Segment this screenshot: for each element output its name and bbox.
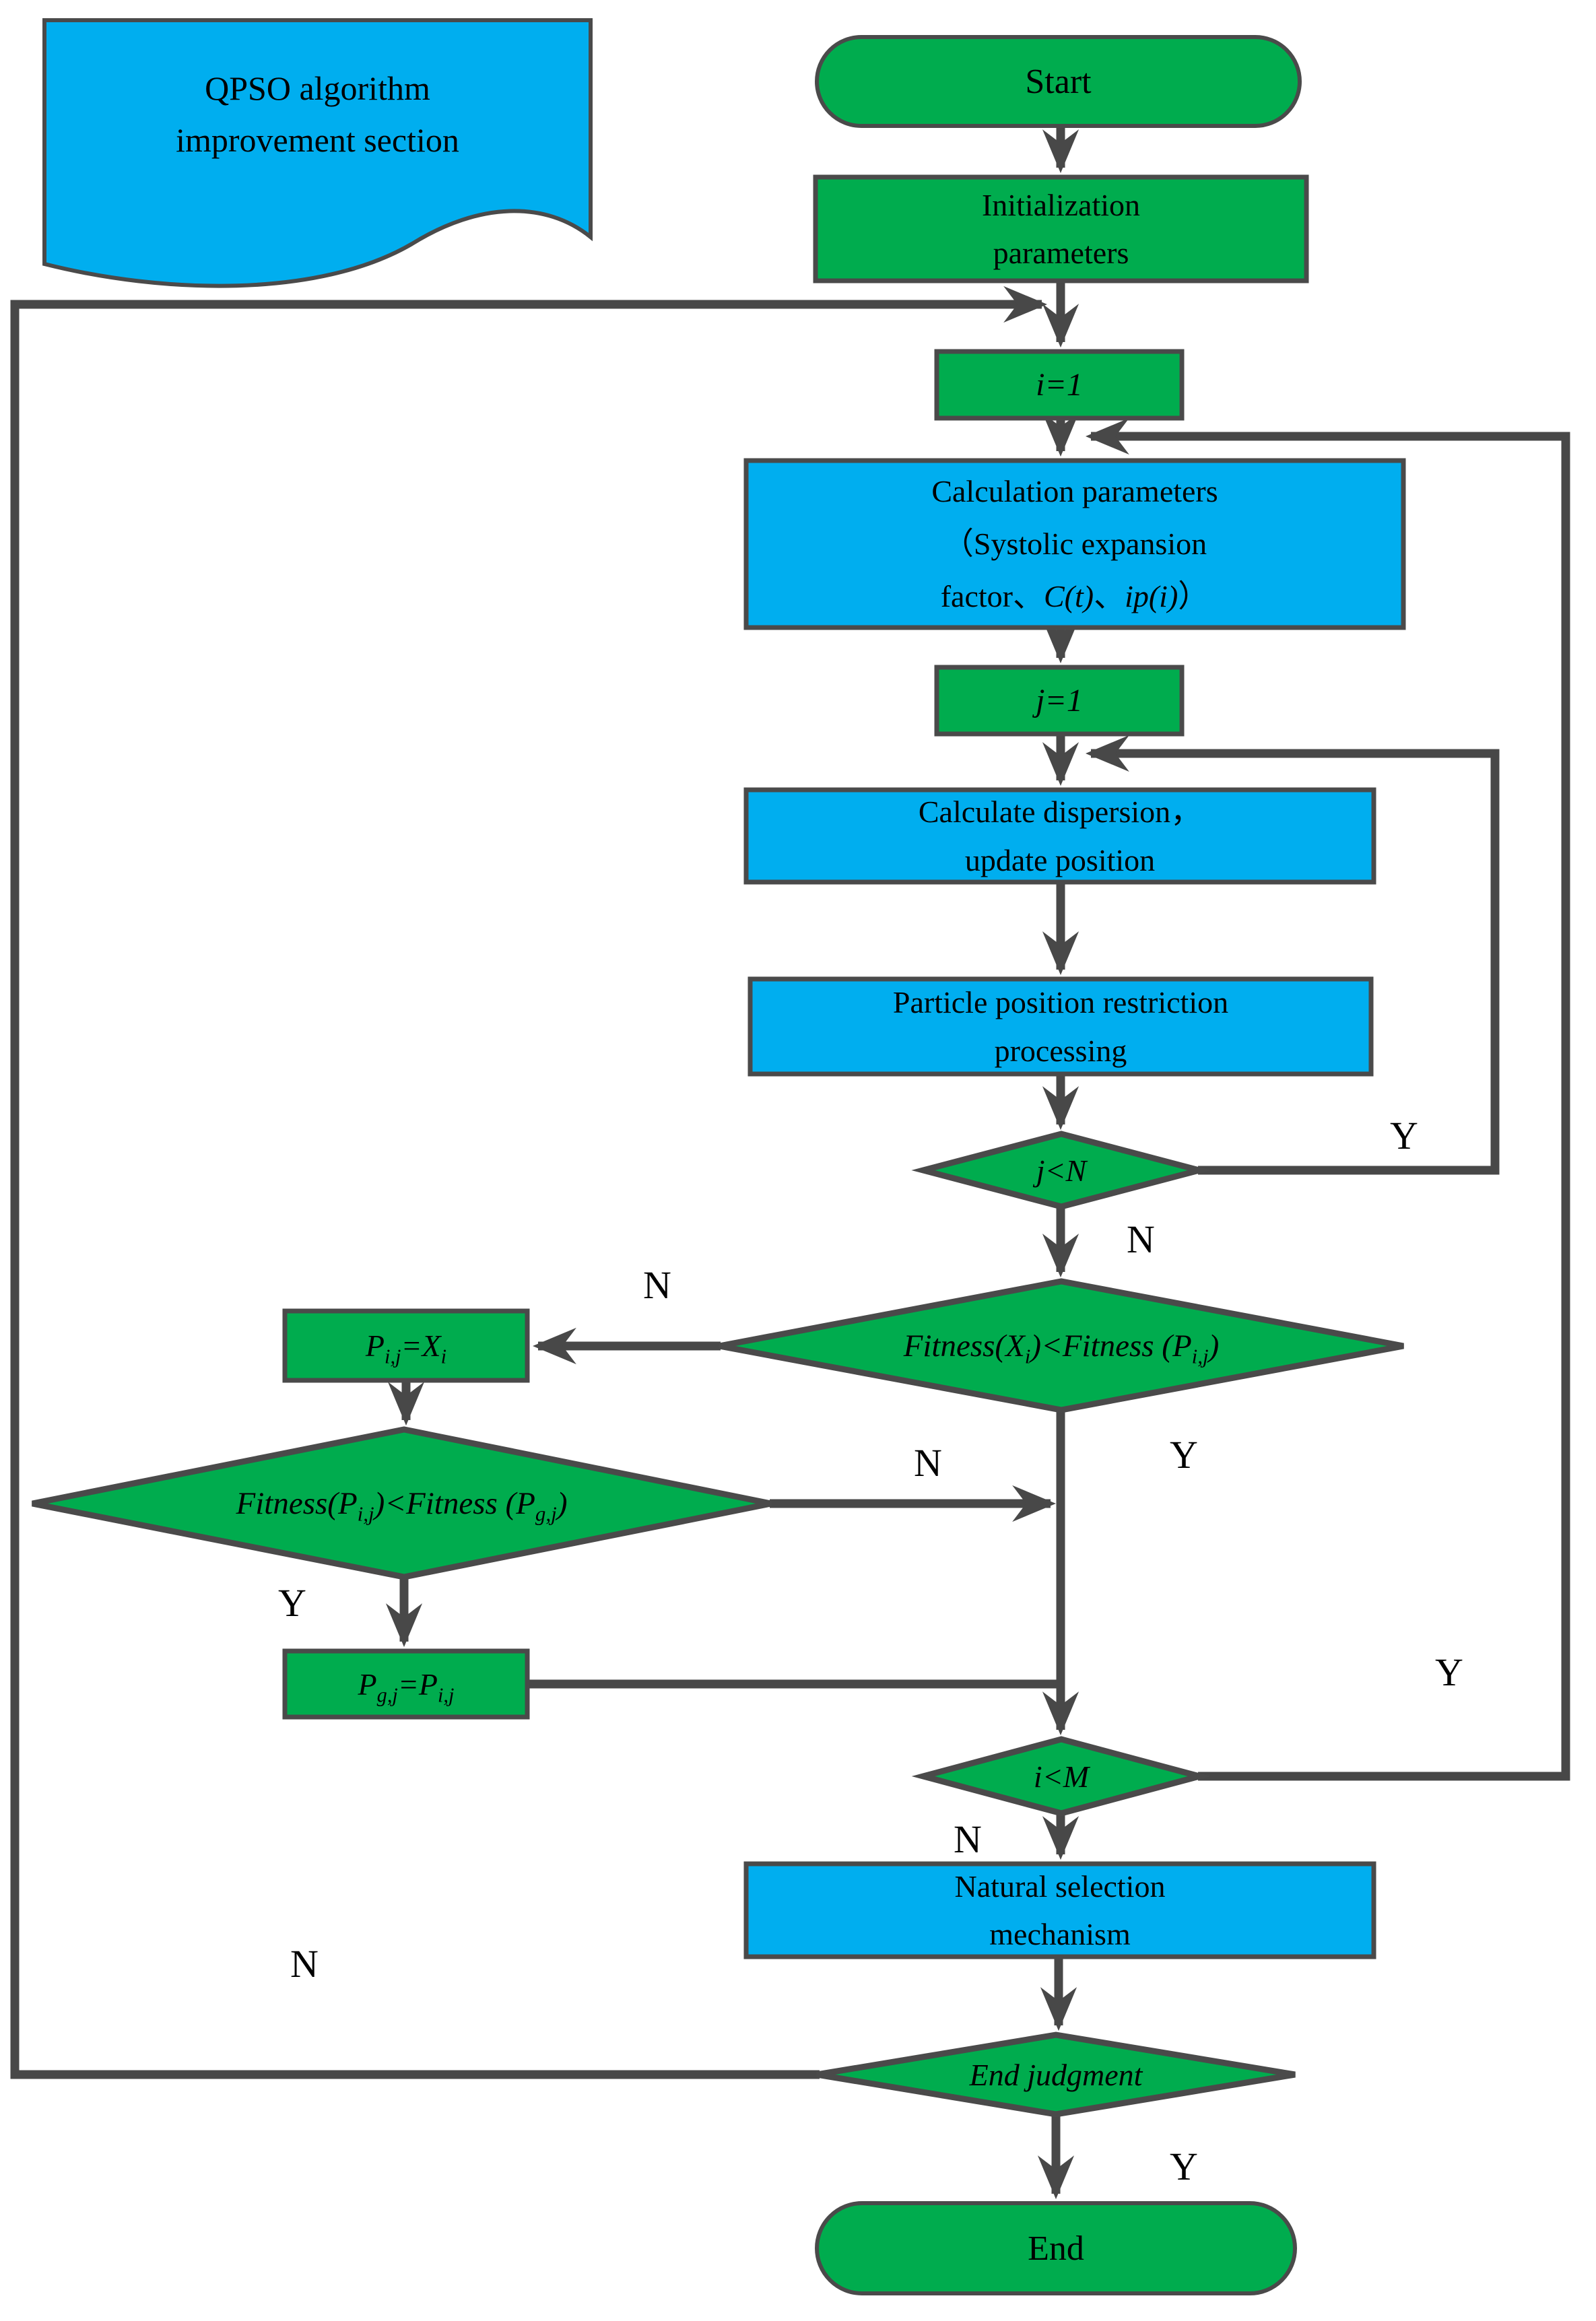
branch-label-jcheck-n: N xyxy=(1127,1217,1155,1261)
edge-endjudgment-n-loop xyxy=(10,285,1048,2079)
branch-label-fitnessp-n: N xyxy=(914,1440,942,1485)
annotation-flag-label: QPSO algorithm improvement section xyxy=(44,40,591,189)
fitness-x-diamond xyxy=(719,1278,1404,1413)
i-check-label: i<M xyxy=(1033,1759,1090,1794)
j-init-label: j=1 xyxy=(1036,683,1083,718)
dispersion-label: Calculate dispersion， update position xyxy=(746,790,1374,882)
branch-label-fitnessx-n: N xyxy=(643,1263,671,1307)
dispersion-shape xyxy=(743,787,1376,885)
text-line: Natural selection xyxy=(954,1869,1166,1904)
end-judgment-diamond xyxy=(816,2031,1296,2118)
text-line: Calculation parameters xyxy=(931,473,1218,508)
g-update-label: Pg,j=Pi,j xyxy=(358,1667,455,1706)
init-parameters-shape xyxy=(813,174,1309,283)
fitness-p-label: Fitness(Pi,j)<Fitness (Pg,j) xyxy=(236,1485,568,1526)
branch-label-fitnessx-y: Y xyxy=(1170,1432,1198,1477)
edge-jcheck-y-loop xyxy=(1085,735,1500,1175)
fitness-p-diamond xyxy=(32,1426,772,1580)
branch-label-icheck-y: Y xyxy=(1435,1650,1463,1694)
text-line: QPSO algorithm xyxy=(205,69,430,107)
text-line: improvement section xyxy=(176,121,459,159)
text-line: Particle position restriction xyxy=(892,985,1229,1020)
natural-selection-shape xyxy=(743,1861,1376,1959)
edge-icheck-y-loop xyxy=(1085,417,1570,1781)
text-line: （Systolic expansion xyxy=(942,526,1207,561)
end-label: End xyxy=(1028,2229,1084,2268)
text-line: Calculate dispersion， xyxy=(918,795,1202,830)
i-init-shape xyxy=(934,349,1185,421)
branch-label-fitnessp-y: Y xyxy=(278,1580,306,1625)
i-check-diamond xyxy=(911,1736,1211,1817)
branch-label-endjudgment-n: N xyxy=(290,1941,319,1986)
g-update-shape xyxy=(282,1648,530,1720)
branch-label-icheck-n: N xyxy=(954,1817,982,1861)
particle-restriction-shape xyxy=(747,976,1374,1077)
calc-parameters-shape xyxy=(743,458,1406,630)
connectors xyxy=(10,125,1570,2200)
j-check-diamond xyxy=(911,1131,1211,1210)
natural-selection-label: Natural selection mechanism xyxy=(746,1864,1374,1957)
text-line: update position xyxy=(964,842,1156,877)
p-update-shape xyxy=(282,1308,530,1383)
text-line: factor、C(t)、ip(i)） xyxy=(940,579,1209,614)
end-judgment-label: End judgment xyxy=(969,2057,1143,2092)
annotation-flag-shape xyxy=(42,18,593,288)
text-line: mechanism xyxy=(989,1917,1131,1951)
text-line: Initialization xyxy=(981,187,1141,222)
p-update-label: Pi,j=Xi xyxy=(365,1328,447,1368)
init-parameters-label: Initialization parameters xyxy=(816,177,1306,281)
text-line: parameters xyxy=(993,236,1129,270)
text-line: processing xyxy=(994,1033,1127,1068)
start-label: Start xyxy=(1025,62,1092,101)
branch-label-jcheck-y: Y xyxy=(1390,1113,1418,1157)
end-terminator-shape xyxy=(815,2201,1297,2295)
calc-parameters-label: Calculation parameters （Systolic expansi… xyxy=(746,461,1403,628)
fitness-x-label: Fitness(Xi)<Fitness (Pi,j) xyxy=(903,1328,1220,1368)
branch-label-endjudgment-y: Y xyxy=(1170,2144,1198,2188)
particle-restriction-label: Particle position restriction processing xyxy=(750,979,1371,1074)
start-terminator-shape xyxy=(815,35,1302,128)
j-check-label: j<N xyxy=(1036,1153,1087,1188)
j-init-shape xyxy=(934,665,1185,737)
i-init-label: i=1 xyxy=(1036,367,1083,403)
